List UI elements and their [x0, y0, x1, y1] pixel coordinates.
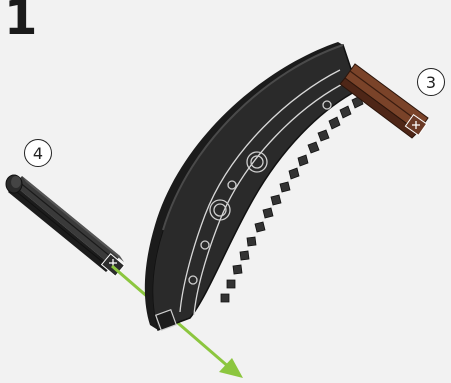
callout-label: 4: [33, 144, 43, 163]
callout-4: 4: [24, 139, 52, 167]
callout-3: 3: [417, 68, 445, 96]
black-curved-gear-rack: [145, 42, 363, 330]
black-axle-pin: [6, 175, 124, 276]
callout-label: 3: [426, 73, 436, 92]
